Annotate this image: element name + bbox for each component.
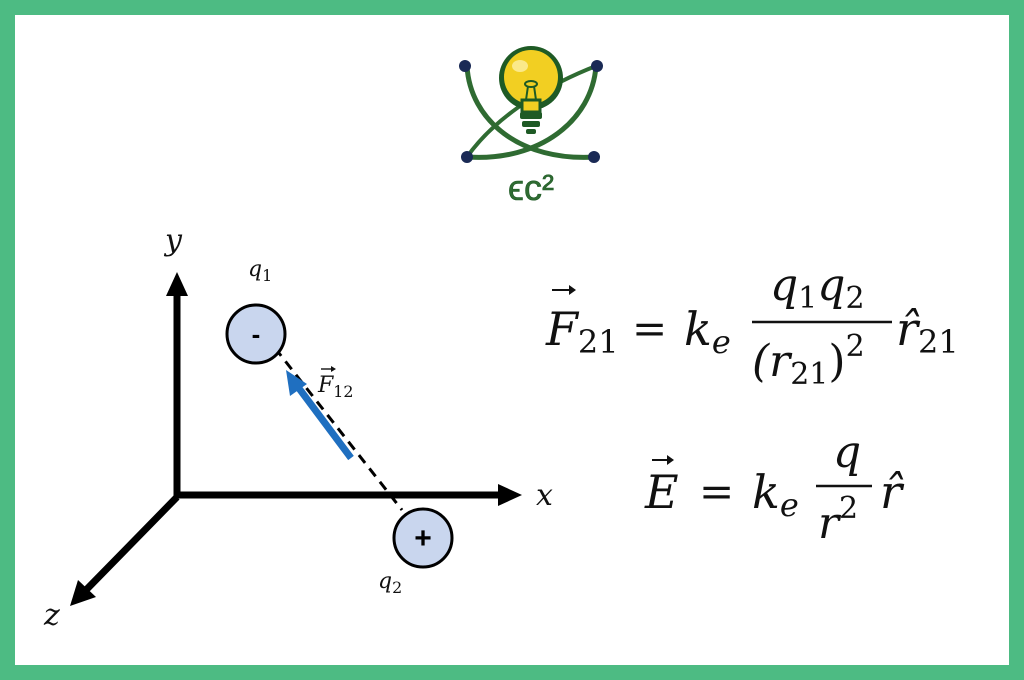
z-axis-arrowhead: [70, 580, 96, 606]
field-numerator: q: [833, 427, 861, 478]
charge-q2-label: q2: [378, 569, 402, 597]
lightbulb-icon: [499, 46, 563, 134]
x-axis-arrowhead: [498, 484, 522, 506]
coulomb-law-equation: F21 = ke q1q2 (r21)2 r̂21: [545, 260, 959, 392]
charge-q1-label: q1: [248, 257, 272, 285]
y-axis-arrowhead: [166, 272, 188, 296]
electron-dot: [588, 151, 600, 163]
field-constant: ke: [752, 465, 799, 524]
coulomb-denominator: (r21)2: [752, 329, 865, 392]
coordinate-axes: y x z: [43, 223, 553, 633]
z-axis-label: z: [43, 598, 60, 633]
coulomb-constant: ke: [684, 302, 731, 361]
force-label: F12: [317, 373, 353, 401]
charge-q2-sign: +: [414, 522, 432, 555]
force-vector-f12: [286, 370, 354, 461]
z-axis: [83, 494, 180, 593]
charge-q1: -: [225, 303, 287, 365]
electron-dot: [461, 151, 473, 163]
coulomb-unit-vector: r̂21: [896, 302, 959, 361]
charge-separation-line: [273, 347, 404, 511]
field-unit-vector: r̂: [880, 465, 905, 519]
coulomb-lhs: F21: [545, 302, 619, 361]
force-label-vector-arrow: [321, 366, 336, 372]
field-lhs: E: [644, 465, 679, 519]
electric-field-equation: E = ke q r2 r̂: [644, 427, 905, 549]
field-denominator: r2: [818, 491, 858, 549]
coulomb-equals: =: [632, 304, 667, 353]
y-axis-label: y: [163, 223, 183, 258]
coulomb-numerator: q1q2: [770, 260, 865, 316]
logo: ϵc²: [459, 46, 603, 208]
logo-text: ϵc²: [508, 167, 554, 208]
x-axis-label: x: [536, 478, 553, 513]
charge-q2: +: [392, 507, 454, 569]
electron-dot: [459, 60, 471, 72]
field-equals: =: [699, 467, 734, 516]
electron-dot: [591, 60, 603, 72]
charge-q1-sign: -: [252, 319, 261, 349]
